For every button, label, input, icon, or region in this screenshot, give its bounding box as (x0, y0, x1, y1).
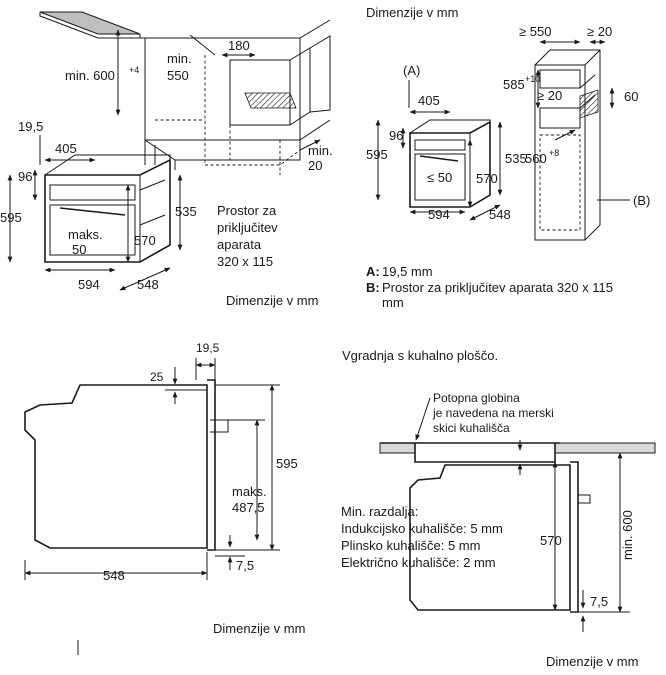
space-label-3: aparata (217, 237, 262, 252)
dim3-7-5-label: 7,5 (236, 558, 254, 573)
dim-595-label: 595 (0, 210, 22, 225)
dim3-maks-value: 487,5 (232, 500, 265, 515)
dim-594-label: 594 (78, 277, 100, 292)
note-line-1: Potopna globina (433, 391, 520, 405)
dim2-le50-label: ≤ 50 (427, 170, 452, 185)
space-label-1: Prostor za (217, 203, 277, 218)
dim-maks-value: 50 (72, 242, 86, 257)
oven-side-profile-2 (409, 464, 571, 611)
dim2-560-label: 560 (525, 151, 547, 166)
dim-min600-label: min. 600 (65, 68, 115, 83)
dim2-570-label: 570 (476, 171, 498, 186)
dim2-594-label: 594 (428, 207, 450, 222)
induction-label: Indukcijsko kuhališče: 5 mm (341, 521, 503, 536)
dim4-7-5-label: 7,5 (590, 594, 608, 609)
panel-tall-cabinet: Dimenzije v mm (A) 405 96 595 ≤ 50 570 5… (366, 5, 650, 310)
dim-570-label: 570 (134, 233, 156, 248)
dim-caption-4: Dimenzije v mm (546, 654, 638, 669)
dim-20-value: 20 (308, 158, 322, 173)
dim3-25-label: 25 (150, 370, 164, 384)
dim-535-label: 535 (175, 204, 197, 219)
dim2-405-label: 405 (418, 93, 440, 108)
dim2-ge20a-label: ≥ 20 (587, 24, 612, 39)
dim2-535-label: 535 (505, 151, 527, 166)
min-distance-label: Min. razdalja: (341, 504, 418, 519)
label-B: (B) (633, 193, 650, 208)
worktop (39, 11, 141, 35)
dim2-ge20b-label: ≥ 20 (537, 88, 562, 103)
legend-b-value-2: mm (382, 295, 404, 310)
dim-min600-sup: +4 (129, 65, 139, 75)
dim4-min600-label: min. 600 (620, 510, 635, 560)
dim-405-label: 405 (55, 141, 77, 156)
dim2-ge550-label: ≥ 550 (519, 24, 551, 39)
oven-perspective-small (409, 119, 491, 208)
dim-min20-label: min. (308, 143, 333, 158)
dim-caption-3: Dimenzije v mm (213, 621, 305, 636)
worktop-left (379, 442, 416, 454)
legend-a-key: A: (366, 264, 380, 279)
dim2-560-sup: +8 (549, 148, 559, 158)
panel2-title: Dimenzije v mm (366, 5, 458, 20)
dim3-19-5-label: 19,5 (196, 341, 220, 355)
dim-550-value: 550 (167, 68, 189, 83)
oven-side-profile (24, 384, 208, 549)
tall-cabinet (534, 49, 601, 241)
panel-undercounter-niche: min. 600 +4 min. 550 180 min. 20 19,5 40… (0, 11, 333, 308)
dim-19-5-label: 19,5 (18, 119, 43, 134)
dim2-60-label: 60 (624, 89, 638, 104)
electric-label: Električno kuhališče: 2 mm (341, 555, 496, 570)
note-line-2: je navedena na merski (432, 406, 554, 420)
dim2-585-label: 585 (503, 77, 525, 92)
dim4-570-label: 570 (540, 533, 562, 548)
legend-b-value: Prostor za priključitev aparata 320 x 11… (382, 280, 613, 295)
dim2-595-label: 595 (366, 147, 388, 162)
dim-180-label: 180 (228, 38, 250, 53)
gas-label: Plinsko kuhališče: 5 mm (341, 538, 480, 553)
cabinet-niche (144, 19, 331, 161)
dim-maks-label: maks. (68, 227, 103, 242)
legend-b-key: B: (366, 280, 380, 295)
dim3-548-label: 548 (103, 568, 125, 583)
space-label-4: 320 x 115 (217, 254, 273, 269)
dim2-585-sup: +10 (525, 74, 540, 84)
connection-space (244, 92, 297, 109)
dim-caption-1: Dimenzije v mm (226, 293, 318, 308)
oven-front-perspective (44, 154, 171, 263)
note-line-3: skici kuhališča (433, 421, 510, 435)
panel4-title: Vgradnja s kuhalno ploščo. (342, 348, 498, 363)
label-A: (A) (403, 63, 420, 78)
worktop-right (554, 442, 656, 454)
dim3-595-label: 595 (276, 456, 298, 471)
dim2-96-label: 96 (389, 128, 403, 143)
panel-with-hob: Vgradnja s kuhalno ploščo. Potopna globi… (341, 348, 656, 669)
connection-space-cabinet (579, 89, 599, 119)
panel-side-view: 19,5 25 595 maks. 487,5 548 7,5 Dimenzij… (24, 341, 305, 655)
dim3-maks-label: maks. (232, 484, 267, 499)
space-label-2: priključitev (217, 220, 278, 235)
dim-548-label: 548 (137, 277, 159, 292)
dim-96-label: 96 (18, 169, 32, 184)
legend-a-value: 19,5 mm (382, 264, 433, 279)
hob (380, 442, 560, 463)
dim-min550-label: min. (167, 51, 192, 66)
